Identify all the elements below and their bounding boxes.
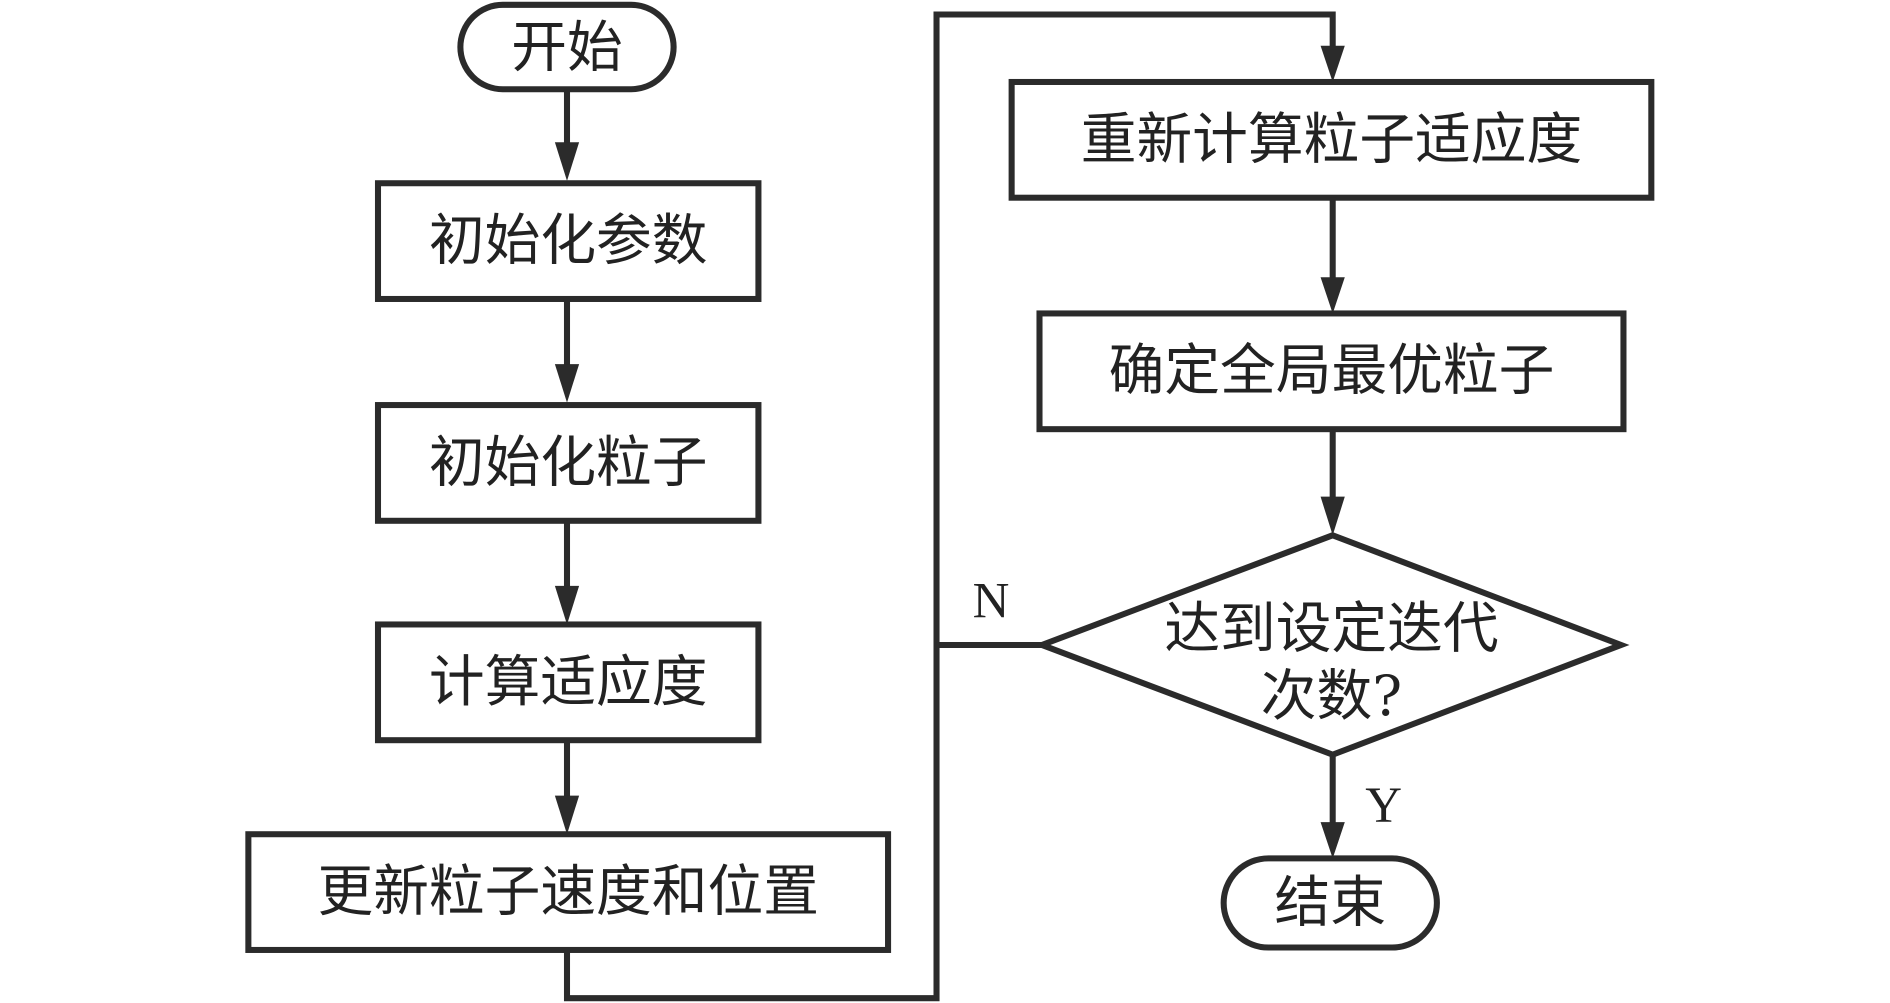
node-global-best: 确定全局最优粒子 (1036, 310, 1627, 433)
edge-init-particles-to-calc-fitness (554, 520, 580, 625)
edge-decision-yes: Y (1320, 754, 1402, 859)
node-init-particles: 初始化粒子 (374, 402, 762, 524)
edge-decision-no: N (936, 572, 1042, 648)
arrowhead-icon (1320, 277, 1345, 314)
node-start: 开始 (457, 1, 677, 93)
node-end-label: 结束 (1275, 871, 1386, 936)
arrowhead-icon (554, 795, 580, 835)
node-update-particles-label: 更新粒子速度和位置 (317, 860, 818, 925)
node-end: 结束 (1220, 855, 1440, 951)
edge-label-no: N (973, 572, 1010, 628)
node-init-particles-label: 初始化粒子 (429, 431, 708, 496)
node-update-particles: 更新粒子速度和位置 (245, 831, 892, 953)
arrowhead-icon (1320, 496, 1345, 536)
arrowhead-icon (1320, 45, 1345, 82)
node-global-best-label: 确定全局最优粒子 (1109, 339, 1555, 404)
arrowhead-icon (554, 585, 580, 625)
node-decision-label-line2: 次数? (1261, 664, 1402, 729)
node-recalc-fitness: 重新计算粒子适应度 (1008, 78, 1655, 201)
edge-update-to-recalc (563, 11, 1345, 1002)
node-init-params: 初始化参数 (374, 180, 762, 302)
node-calc-fitness: 计算适应度 (374, 621, 762, 744)
arrowhead-icon (554, 142, 580, 181)
edge-start-to-init-params (554, 89, 580, 181)
node-init-params-label: 初始化参数 (429, 209, 708, 274)
node-recalc-fitness-label: 重新计算粒子适应度 (1081, 107, 1582, 172)
edge-recalc-to-global-best (1320, 197, 1345, 314)
edge-calc-fitness-to-update (554, 740, 580, 835)
arrowhead-icon (1320, 822, 1345, 859)
edge-init-params-to-init-particles (554, 298, 580, 403)
node-decision-label-line1: 达到设定迭代 (1164, 597, 1498, 662)
edge-global-best-to-decision (1320, 429, 1345, 536)
node-decision: 达到设定迭代 次数? (1033, 532, 1630, 758)
node-start-label: 开始 (511, 16, 622, 81)
node-calc-fitness-label: 计算适应度 (429, 650, 708, 715)
arrowhead-icon (554, 364, 580, 403)
edge-label-yes: Y (1365, 777, 1402, 833)
